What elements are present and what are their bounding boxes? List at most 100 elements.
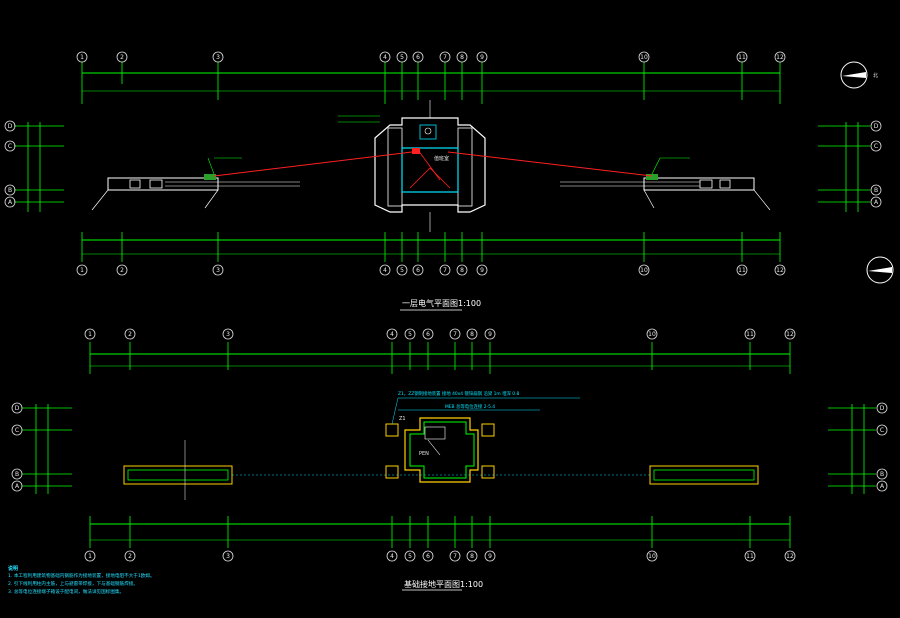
plan1-gatehouse: 值班室	[374, 100, 486, 232]
legend-text-1: Z1，ZZ钢制接地装置 接地 40x4 镀锌扁钢 沿梁 1m 埋深 0.8	[398, 390, 519, 397]
axis-label: D	[880, 405, 885, 412]
axis-label: 12	[786, 553, 794, 560]
axis-label: B	[874, 187, 878, 194]
notes-heading: 说明	[8, 566, 19, 572]
axis-label: 10	[648, 331, 656, 338]
axis-label: 2	[120, 54, 124, 61]
z1-label: Z1	[399, 416, 406, 422]
axis-label: D	[15, 405, 20, 412]
plan1-left-wing	[91, 174, 300, 211]
notes-line: 3. 总等电位连接端子箱设于配电间，做法详见国标图集。	[8, 590, 125, 595]
axis-label: 4	[383, 267, 387, 274]
plan1: 1 2 3 4 5 6 7 8 9 10 11 12 1 2 3 4 5 6	[4, 51, 894, 311]
plan2-left-foundation	[123, 440, 650, 500]
axis-label: 11	[746, 553, 754, 560]
plan2-central-foundation: PEN Z1	[385, 416, 495, 483]
plan1-side-bubbles-right	[870, 120, 882, 208]
plan2-axis-labels-top: 1 2 3 4 5 6 7 8 9 10 11 12	[88, 331, 794, 338]
axis-label: 8	[470, 331, 474, 338]
plan2-side-axes-right	[828, 404, 876, 494]
axis-label: 9	[488, 553, 492, 560]
axis-label: 8	[460, 54, 464, 61]
plan2-title: 基础接地平面图1:100	[404, 579, 483, 589]
axis-label: 1	[80, 267, 84, 274]
notes-line: 2. 引下线利用柱内主筋，上与避雷带焊接，下与基础钢筋焊接。	[8, 582, 138, 587]
axis-label: 12	[776, 54, 784, 61]
axis-label: 1	[80, 54, 84, 61]
axis-label: A	[15, 483, 20, 490]
axis-label: C	[15, 427, 19, 434]
plan1-title: 一层电气平面图1:100	[402, 298, 481, 308]
axis-label: 5	[400, 267, 404, 274]
axis-label: 4	[383, 54, 387, 61]
axis-label: 2	[120, 267, 124, 274]
pen-label: PEN	[419, 451, 429, 457]
plan1-axis-labels-bottom: 1 2 3 4 5 6 7 8 9 10 11 12	[80, 267, 784, 274]
plan2-side-bubbles-right	[876, 402, 888, 492]
design-notes: 说明 1. 本工程利用建筑物基础内钢筋作为接地装置，接地电阻不大于1欧姆。 2.…	[8, 565, 158, 597]
axis-label: 2	[128, 553, 132, 560]
axis-label: B	[15, 471, 19, 478]
axis-label: 6	[426, 331, 430, 338]
axis-label: 12	[786, 331, 794, 338]
plan1-axis-bubbles-bottom	[76, 264, 786, 276]
axis-label: 5	[408, 331, 412, 338]
plan2-side-axes-left	[22, 404, 72, 494]
plan1-axis-labels-top: 1 2 3 4 5 6 7 8 9 10 11 12	[80, 54, 784, 61]
plan1-leaders	[207, 115, 690, 175]
axis-label: 7	[443, 54, 447, 61]
notes-line: 1. 本工程利用建筑物基础内钢筋作为接地装置，接地电阻不大于1欧姆。	[8, 574, 155, 579]
axis-label: 6	[426, 553, 430, 560]
north-arrow-2	[866, 256, 894, 284]
axis-label: 7	[453, 553, 457, 560]
axis-label: C	[880, 427, 884, 434]
plan1-grid-ticks	[81, 62, 781, 262]
axis-label: 5	[400, 54, 404, 61]
axis-label: 6	[416, 54, 420, 61]
plan2-axis-labels-bottom: 1 2 3 4 5 6 7 8 9 10 11 12	[88, 553, 794, 560]
axis-label: 5	[408, 553, 412, 560]
axis-label: B	[8, 187, 12, 194]
axis-label: 8	[460, 267, 464, 274]
axis-label: 10	[640, 267, 648, 274]
plan2-callouts: Z1，ZZ钢制接地装置 接地 40x4 镀锌扁钢 沿梁 1m 埋深 0.8 ME…	[391, 390, 580, 425]
axis-label: 3	[226, 331, 230, 338]
axis-label: 1	[88, 331, 92, 338]
axis-label: 3	[216, 267, 220, 274]
plan2-right-foundation	[649, 465, 759, 485]
axis-label: 7	[453, 331, 457, 338]
axis-label: 11	[738, 54, 746, 61]
plan1-side-labels-left: D C B A	[8, 123, 13, 206]
axis-label: 12	[776, 267, 784, 274]
plan1-side-bubbles-left	[4, 120, 16, 208]
room-label: 值班室	[434, 155, 449, 162]
axis-label: 8	[470, 553, 474, 560]
plan1-side-axes-left	[14, 122, 64, 212]
axis-label: 11	[746, 331, 754, 338]
axis-label: 6	[416, 267, 420, 274]
axis-label: 10	[648, 553, 656, 560]
plan2: 1 2 3 4 5 6 7 8 9 10 11 12 1 2 3 4 5 6 7	[11, 328, 888, 591]
axis-label: C	[874, 143, 878, 150]
axis-label: B	[880, 471, 884, 478]
axis-label: A	[8, 199, 13, 206]
plan2-grid-ticks	[89, 342, 791, 548]
plan2-side-labels-right: D C B A	[880, 405, 885, 490]
axis-label: 7	[443, 267, 447, 274]
plan2-axis-bubbles-top	[84, 328, 796, 340]
plan1-right-wing	[560, 174, 771, 211]
legend-text-2: MEB 总等电位连接 2-5.4	[445, 403, 495, 410]
plan1-axis-bubbles-top	[76, 51, 786, 63]
axis-label: 3	[226, 553, 230, 560]
axis-label: 4	[390, 553, 394, 560]
plan2-side-bubbles-left	[11, 402, 23, 492]
plan2-side-labels-left: D C B A	[15, 405, 20, 490]
axis-label: 2	[128, 331, 132, 338]
svg-text:北: 北	[873, 72, 878, 79]
axis-label: 10	[640, 54, 648, 61]
plan1-side-labels-right: D C B A	[874, 123, 879, 206]
axis-label: 9	[480, 267, 484, 274]
axis-label: A	[874, 199, 879, 206]
axis-label: 9	[480, 54, 484, 61]
axis-label: 1	[88, 553, 92, 560]
